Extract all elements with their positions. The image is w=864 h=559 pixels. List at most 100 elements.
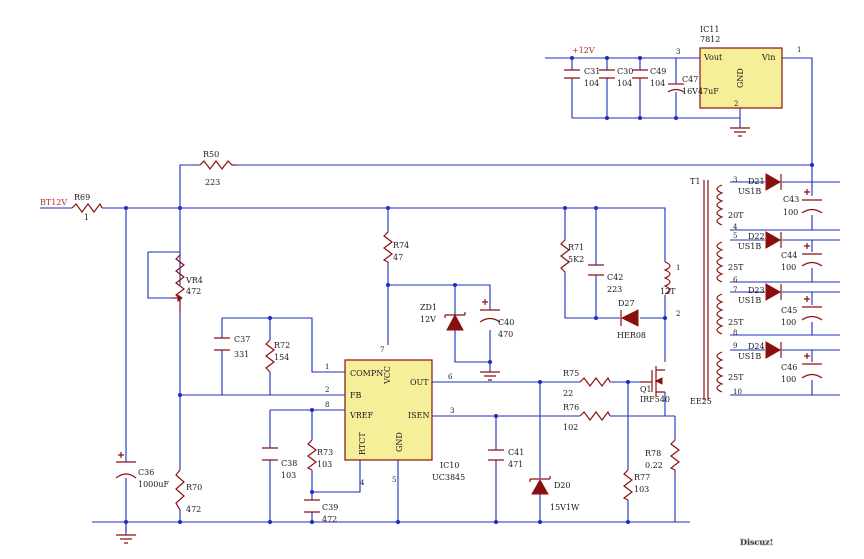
t1-w2-pin-b: 6 [733,276,738,284]
q1-mosfet: Q1 IRF540 [640,366,670,404]
c42-val: 223 [607,285,622,294]
discuz-watermark: Discuz! [740,537,773,547]
t1-w4-turns: 25T [728,373,744,382]
ic10-vcc: VCC [383,366,392,385]
r50-ref: R50 [203,150,219,159]
t1-core: EE25 [690,397,712,406]
ic10-rtct: RTCT [358,432,367,455]
zd1-ref: ZD1 [420,303,437,312]
zd1-val: 12V [420,315,436,324]
r75-val: 22 [563,389,573,398]
c38-capacitor: C38 103 [262,447,297,480]
r74-val: 47 [393,253,403,262]
r75-ref: R75 [563,369,579,378]
ic10-controller: COMPN VCC FB OUT VREF ISEN RTCT GND 1 2 … [325,346,465,487]
ic11-part: 7812 [700,35,720,44]
r70-resistor: R70 472 [175,469,202,514]
junctions [124,56,814,524]
d23-diode: D23 US1B [738,283,782,305]
r50-resistor: R50 223 [199,150,236,187]
ic11-pin2: 2 [734,100,738,108]
r78-val: 0.22 [645,461,663,470]
c40-ref: C40 [498,318,514,327]
d24-diode: D24 US1B [738,341,782,361]
c39-ref: C39 [322,503,338,512]
t1-w4-pin-a: 9 [733,342,737,350]
t1-w1-turns: 20T [728,211,744,220]
d27-diode: D27 HER08 [617,299,646,340]
c42-ref: C42 [607,273,623,282]
d24-val: US1B [738,352,761,361]
ground-symbols [116,534,136,544]
c41-capacitor: C41 471 [488,448,524,469]
c30-val: 104 [617,79,632,88]
c30-capacitor: C30 104 [599,67,633,88]
d23-val: US1B [738,296,761,305]
r73-ref: R73 [317,448,333,457]
c45-capacitor: C45 100 [781,296,823,327]
r69-val: 1 [84,213,89,222]
ic10-pin1: 1 [325,363,329,371]
c45-val: 100 [781,318,796,327]
c40-capacitor: C40 470 [479,299,514,381]
ic10-out: OUT [410,378,429,387]
r70-val: 472 [186,505,201,514]
r70-ref: R70 [186,483,202,492]
d22-diode: D22 US1B [738,231,782,251]
c44-ref: C44 [781,251,797,260]
ic10-vref: VREF [349,411,374,420]
d23-ref: D23 [748,286,765,295]
ic10-pin6: 6 [448,373,453,381]
c38-ref: C38 [281,459,297,468]
vr4-potentiometer: VR4 472 [172,254,203,312]
c47-ref: C47 [682,75,698,84]
c46-capacitor: C46 100 [781,353,823,384]
r76-val: 102 [563,423,578,432]
ic10-ref: IC10 [440,461,459,470]
rail-12v-label: +12V [572,46,595,55]
t1-primary-turns: 12T [660,287,676,296]
r74-resistor: R74 47 [382,231,409,263]
r50-val: 223 [205,178,220,187]
r71-ref: R71 [568,243,584,252]
ic10-pin7: 7 [380,346,384,354]
c49-val: 104 [650,79,665,88]
c47-val: 16V47uF [682,87,719,96]
r72-resistor: R72 154 [265,339,290,373]
ic10-pin5: 5 [392,476,396,484]
bt12v-label: BT12V [40,198,67,207]
d27-ref: D27 [618,299,635,308]
wires [40,57,840,535]
ic10-pin4: 4 [360,479,365,487]
t1-w2-turns: 25T [728,263,744,272]
c30-ref: C30 [617,67,633,76]
r77-resistor: R77 103 [622,469,650,501]
d20-ref: D20 [554,481,571,490]
ic11-gnd: GND [736,68,745,88]
c31-capacitor: C31 104 [564,67,600,88]
vr4-ref: VR4 [185,276,203,285]
c44-capacitor: C44 100 [781,243,823,272]
c49-ref: C49 [650,67,666,76]
t1-pin2: 2 [676,310,680,318]
r72-val: 154 [274,353,289,362]
c36-val: 1000uF [138,480,170,489]
r78-ref: R78 [645,449,661,458]
t1-w1-pin-a: 3 [733,176,737,184]
r72-ref: R72 [274,341,290,350]
c46-val: 100 [781,375,796,384]
ic11-regulator: IC11 7812 Vout Vin GND 1 2 3 +12V [572,25,801,137]
t1-w3-pin-a: 7 [733,286,737,294]
d20-zener: D20 15V1W [529,476,580,512]
r71-val: 5K2 [568,255,584,264]
d20-val: 15V1W [550,503,580,512]
ic10-pin2: 2 [325,386,329,394]
vr4-val: 472 [186,287,201,296]
c39-capacitor: C39 472 [304,499,338,524]
d22-val: US1B [738,242,761,251]
c42-capacitor: C42 223 [588,264,623,294]
ic10-compn: COMPN [350,369,383,378]
d21-diode: D21 US1B [738,173,782,196]
r76-ref: R76 [563,403,579,412]
